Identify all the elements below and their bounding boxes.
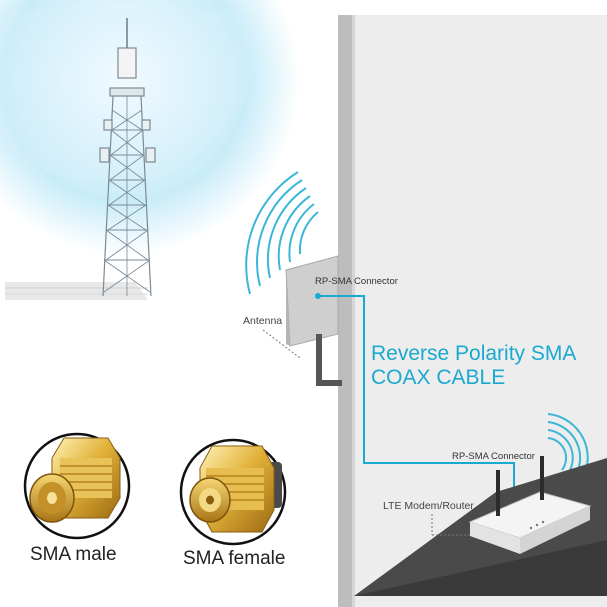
cable-title-line1: Reverse Polarity SMA <box>371 342 577 365</box>
cell-tower-icon <box>99 18 156 297</box>
lte-router-icon <box>468 456 592 554</box>
sma-male-connector-icon <box>23 432 131 540</box>
router-signal-waves-icon <box>547 413 589 471</box>
signal-waves-icon <box>245 171 319 295</box>
sma-male-label: SMA male <box>30 544 117 565</box>
coax-cable <box>318 295 515 490</box>
lte-modem-label: LTE Modem/Router <box>383 500 474 512</box>
rp-sma-connector-dot-top <box>315 293 321 299</box>
sma-female-connector-icon <box>179 438 287 546</box>
panel-antenna-icon <box>285 255 342 386</box>
sma-female-label: SMA female <box>183 548 286 569</box>
antenna-label: Antenna <box>243 315 283 327</box>
cable-title-line2: COAX CABLE <box>371 366 506 389</box>
rp-sma-connector-label-bottom: RP-SMA Connector <box>452 451 535 462</box>
rp-sma-connector-label-top: RP-SMA Connector <box>315 276 398 287</box>
ground-strip <box>5 282 148 300</box>
